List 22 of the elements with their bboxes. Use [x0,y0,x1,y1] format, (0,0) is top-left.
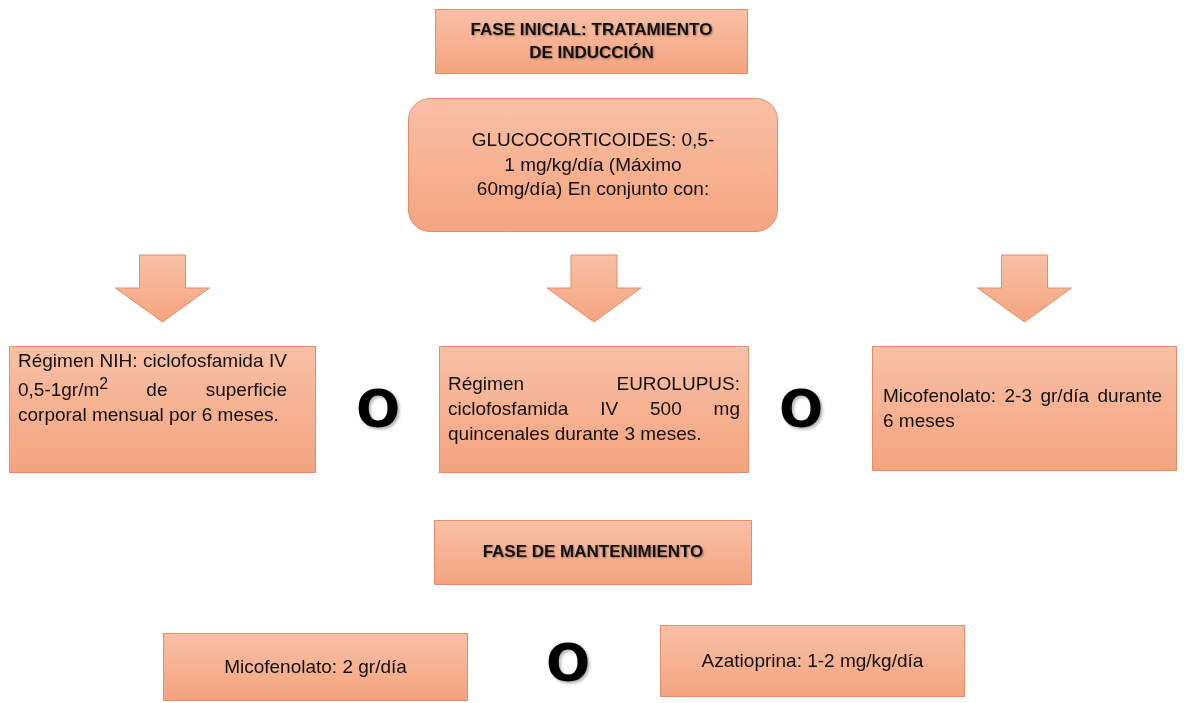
treatment-text: Azatioprina: 1-2 mg/kg/día [700,648,925,673]
phase-title: FASE INICIAL: TRATAMIENTO DE INDUCCIÓN [469,19,714,64]
or-separator: O [546,637,591,689]
or-separator: O [779,383,824,435]
treatment-box [660,625,965,697]
treatment-text: Régimen NIH: ciclofosfamida IV 0,5-1gr/m$^{2}$ de superficie corporal mensual por 6 meses. [18,349,287,427]
treatment-box [439,346,749,473]
treatment-text: Micofenolato: 2 gr/día [223,654,408,679]
treatment-box [163,633,468,701]
block-arrow [977,254,1072,323]
treatment-text: GLUCOCORTICOIDES: 0,5-1 mg/kg/día (Máximo 60mg/día) En conjunto con: [471,127,715,202]
block-arrow [546,254,642,323]
phase-title: FASE DE MANTENIMIENTO [481,541,705,564]
treatment-box [872,346,1177,471]
phase-heading-box [434,520,752,585]
treatment-box [9,346,316,473]
treatment-box [408,98,778,232]
block-arrow [115,254,210,323]
treatment-text: Micofenolato: 2-3 gr/día durante 6 meses [883,383,1162,433]
treatment-text: Régimen EUROLUPUS: ciclofosfamida IV 500 mg quincenales durante 3 meses. [448,372,740,446]
or-separator: O [356,383,401,435]
phase-heading-box [435,9,748,74]
